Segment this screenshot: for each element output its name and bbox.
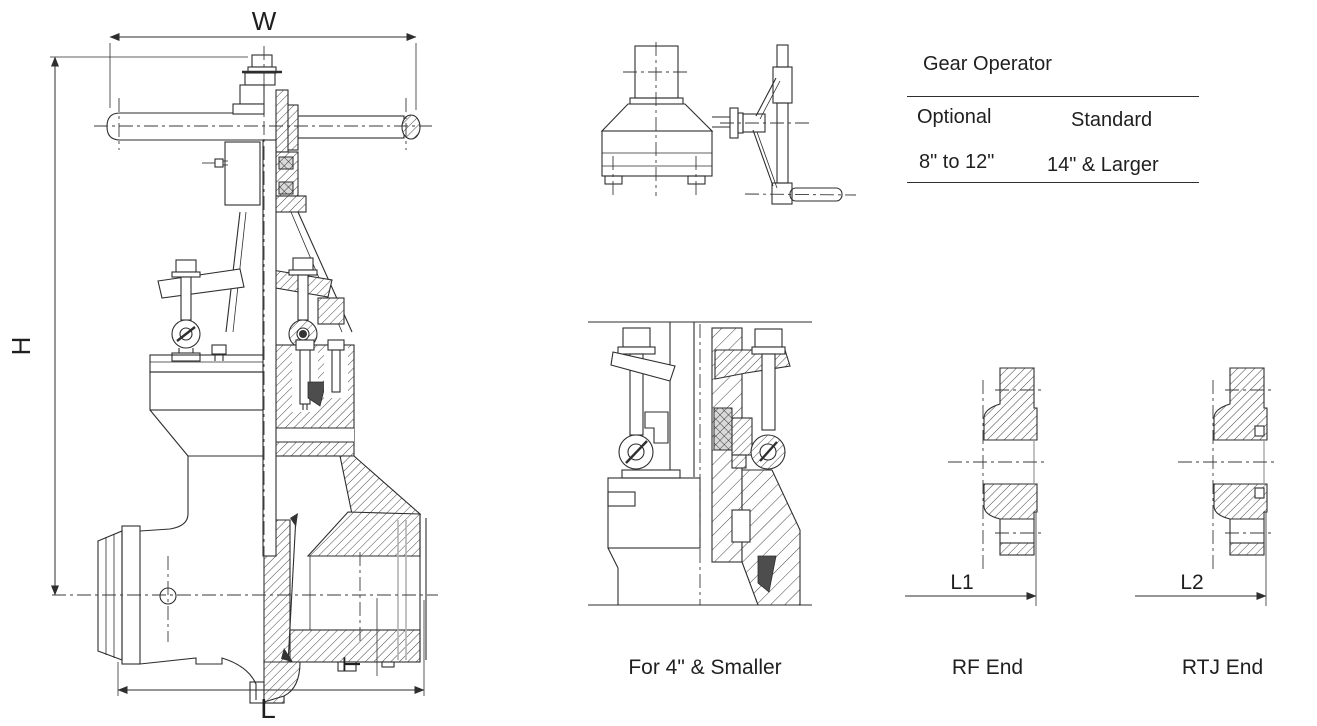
caption-rtj-end: RTJ End <box>1181 656 1264 679</box>
dimension-t: T <box>339 598 378 676</box>
flange-section <box>1213 367 1268 556</box>
left-external-half <box>607 322 701 605</box>
ring-groove-lower <box>1254 487 1265 499</box>
rf-end-drawing: L1 <box>905 367 1048 606</box>
dim-label-t: T <box>339 656 366 671</box>
centerlines <box>612 42 857 196</box>
flange-section <box>983 367 1038 556</box>
table-rule-top <box>907 96 1199 97</box>
gear-table-title: Gear Operator <box>923 53 1052 75</box>
right-section-half <box>711 327 801 606</box>
yoke-sleeve <box>214 89 307 213</box>
body-right-section <box>263 511 427 703</box>
rtj-end-drawing: L2 <box>1135 367 1278 606</box>
gland-eyebolt-right <box>265 257 345 349</box>
dimension-l2: L2 <box>1135 512 1267 606</box>
gearbox <box>600 45 714 185</box>
gear-operator-table: Gear Operator Optional Standard 8" to 12… <box>905 48 1201 188</box>
bonnet-left-external <box>149 354 265 514</box>
dimension-h: H <box>6 56 248 596</box>
dimension-l1: L1 <box>905 512 1037 606</box>
dim-label-l2: L2 <box>1180 571 1203 594</box>
gear-table-col-optional: Optional <box>917 106 992 128</box>
table-rule-bottom <box>907 182 1199 183</box>
caption-rf-end: RF End <box>951 656 1024 679</box>
body-left-external <box>97 513 285 704</box>
caption-for-4in-smaller: For 4" & Smaller <box>628 656 782 679</box>
gear-table-value-optional: 8" to 12" <box>919 151 995 173</box>
gear-table-col-standard: Standard <box>1071 109 1153 131</box>
side-handwheel <box>752 44 843 205</box>
stem <box>262 139 277 557</box>
small-valve-drawing <box>588 321 812 606</box>
dimension-w: W <box>109 6 417 110</box>
stem-top-nut <box>232 54 282 115</box>
dim-label-w: W <box>252 6 277 36</box>
centerlines <box>1178 380 1278 572</box>
centerlines <box>52 46 438 714</box>
centerlines <box>948 380 1048 572</box>
gear-table-value-standard: 14" & Larger <box>1047 154 1159 176</box>
bonnet-right-section <box>267 339 422 515</box>
gear-operator-drawing <box>600 42 857 205</box>
main-valve-drawing: W H L T <box>6 6 438 724</box>
dimension-l: L <box>117 600 425 724</box>
dim-label-h: H <box>6 337 36 356</box>
ring-groove-upper <box>1254 425 1265 437</box>
gland-eyebolt-left <box>157 259 245 362</box>
dim-label-l: L <box>260 693 276 724</box>
dim-label-l1: L1 <box>950 571 973 594</box>
